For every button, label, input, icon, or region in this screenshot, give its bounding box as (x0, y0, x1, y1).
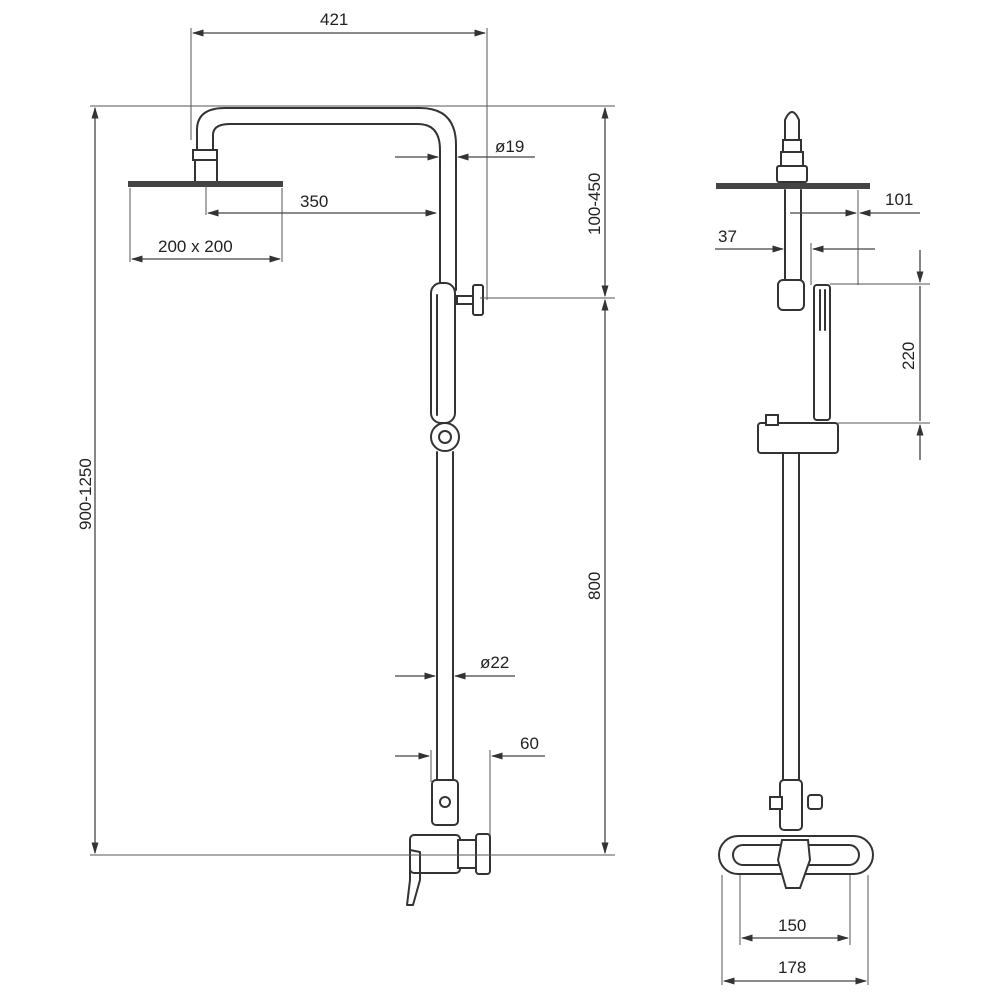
slider-holder-center (438, 430, 452, 444)
shower-arm (196, 107, 457, 166)
side-mixer-lever (776, 839, 812, 889)
side-slider (757, 422, 839, 454)
side-arm-top (784, 111, 800, 141)
dim-label-head-size: 200 x 200 (158, 237, 233, 256)
holder-stem (456, 295, 474, 305)
rain-head-plate (128, 181, 283, 187)
slider-holder (430, 422, 460, 452)
front-dimensions: 421 ø19 350 200 x 200 900-1250 100-450 8… (76, 10, 615, 856)
dim-label-overall-height: 900-1250 (76, 458, 95, 530)
dim-label-slide-bar: 800 (585, 572, 604, 600)
side-handset (813, 284, 831, 421)
holder-knob (472, 284, 484, 316)
dim-label-mixer-outer: 178 (778, 958, 806, 977)
shower-arm-inner (212, 123, 441, 166)
mixer-cap (475, 833, 491, 875)
dim-label-mixer-depth: 60 (520, 734, 539, 753)
side-holder (777, 279, 805, 311)
side-dimensions: 101 37 220 150 178 (715, 190, 930, 985)
side-diverter-right (807, 794, 823, 810)
side-nut (780, 151, 804, 167)
dim-label-riser-diameter: ø22 (480, 653, 509, 672)
dim-label-arm-height: 100-450 (585, 173, 604, 235)
side-view (716, 111, 874, 889)
mixer-nut (457, 839, 477, 869)
diverter (431, 779, 459, 826)
hand-shower (430, 282, 456, 424)
side-slider-button (765, 414, 779, 426)
dim-label-350: 350 (300, 192, 328, 211)
dim-label-head-projection: 101 (885, 190, 913, 209)
dim-label-421: 421 (320, 10, 348, 29)
side-diverter-left (769, 796, 783, 810)
side-head-plate (716, 183, 870, 189)
dim-label-handset-offset: 37 (718, 227, 737, 246)
side-connector (782, 139, 802, 153)
dim-label-mixer-inner: 150 (778, 916, 806, 935)
side-head-block (776, 165, 808, 183)
head-connector (192, 149, 218, 161)
head-swivel (194, 159, 218, 183)
front-view (128, 107, 491, 906)
dim-label-handset-length: 220 (899, 342, 918, 370)
mixer-body (409, 834, 461, 874)
side-diverter (779, 779, 803, 831)
mixer-lever (406, 849, 421, 906)
dim-label-arm-diameter: ø19 (495, 137, 524, 156)
diverter-knob (439, 796, 451, 808)
